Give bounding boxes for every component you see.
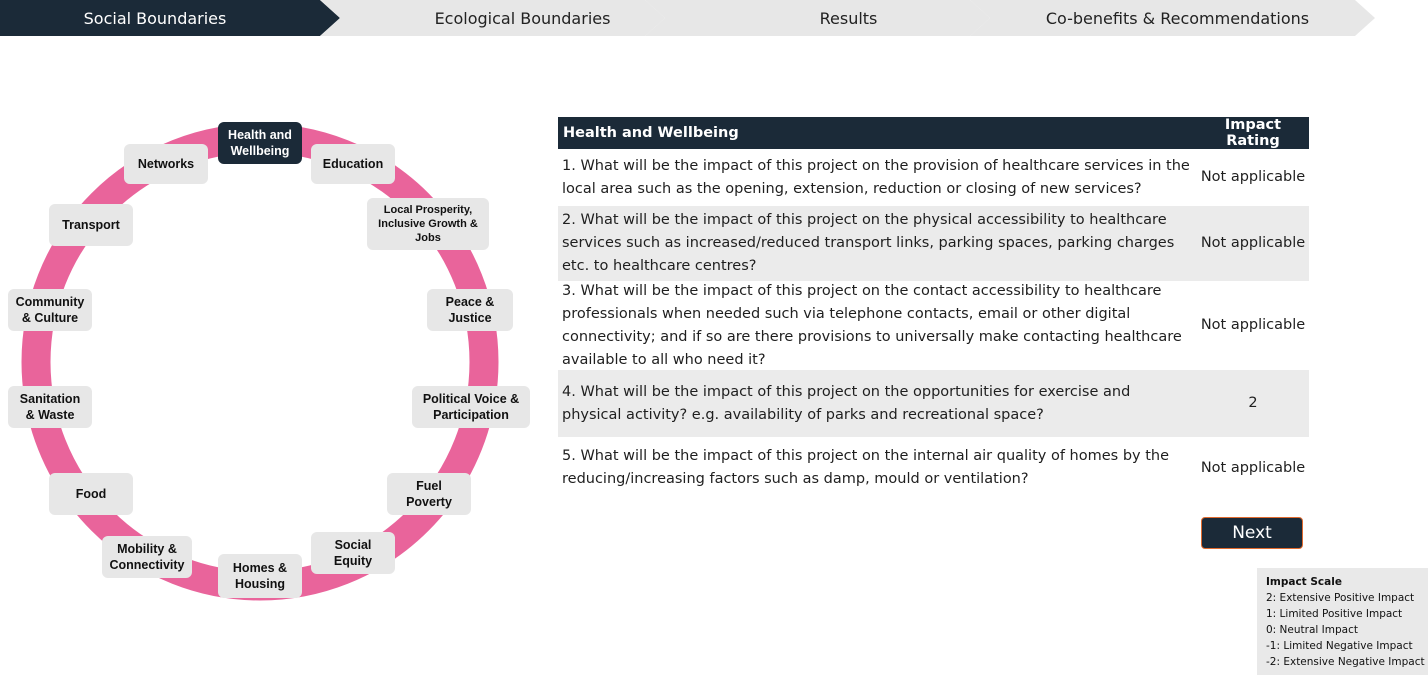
impact-rating-cell[interactable]: Not applicable [1200,235,1306,251]
node-food[interactable]: Food [49,473,133,515]
table-row: 1. What will be the impact of this proje… [558,149,1309,206]
impact-rating-cell[interactable]: Not applicable [1200,169,1306,185]
question-text: 3. What will be the impact of this proje… [562,282,1182,368]
next-button[interactable]: Next [1201,517,1303,549]
cycle-ring [21,123,499,601]
impact-scale-item: -1: Limited Negative Impact [1266,640,1413,652]
breadcrumb-label: Ecological Boundaries [434,8,611,28]
impact-rating-heading: Impact Rating [1224,117,1282,149]
impact-scale-item: -2: Extensive Negative Impact [1266,656,1425,668]
impact-rating-cell[interactable]: 2 [1248,395,1258,411]
question-text: 5. What will be the impact of this proje… [562,448,1170,487]
breadcrumb: Social Boundaries Ecological Boundaries … [0,0,1428,36]
questions-table: Health and Wellbeing Impact Rating 1. Wh… [558,117,1309,499]
breadcrumb-ecological-boundaries[interactable]: Ecological Boundaries [320,0,665,36]
node-networks[interactable]: Networks [124,144,208,184]
node-peace-justice[interactable]: Peace & Justice [427,289,513,331]
node-health-and-wellbeing[interactable]: Health and Wellbeing [218,122,302,164]
table-header: Health and Wellbeing Impact Rating [558,117,1309,149]
social-boundaries-wheel: Health and Wellbeing Education Local Pro… [0,100,540,620]
question-text: 4. What will be the impact of this proje… [562,383,1131,423]
node-transport[interactable]: Transport [49,204,133,246]
breadcrumb-cobenefits[interactable]: Co-benefits & Recommendations [970,0,1375,36]
question-text: 2. What will be the impact of this proje… [562,212,1175,274]
table-row: 3. What will be the impact of this proje… [558,281,1309,370]
breadcrumb-label: Results [819,8,878,28]
node-homes-housing[interactable]: Homes & Housing [218,554,302,598]
table-row: 2. What will be the impact of this proje… [558,206,1309,281]
node-political-voice[interactable]: Political Voice & Participation [412,386,530,428]
node-local-prosperity[interactable]: Local Prosperity, Inclusive Growth & Job… [367,198,489,250]
question-text: 1. What will be the impact of this proje… [562,157,1190,197]
impact-scale-item: 0: Neutral Impact [1266,624,1358,636]
impact-scale-item: 2: Extensive Positive Impact [1266,592,1415,604]
impact-scale-item: 1: Limited Positive Impact [1266,608,1403,620]
impact-rating-cell[interactable]: Not applicable [1200,459,1306,476]
table-row: 4. What will be the impact of this proje… [558,370,1309,437]
node-social-equity[interactable]: Social Equity [311,532,395,574]
node-fuel-poverty[interactable]: Fuel Poverty [387,473,471,515]
impact-scale-legend: Impact Scale 2: Extensive Positive Impac… [1257,568,1428,675]
breadcrumb-social-boundaries[interactable]: Social Boundaries [0,0,340,36]
impact-scale-title: Impact Scale [1266,576,1342,588]
impact-rating-cell[interactable]: Not applicable [1200,317,1306,333]
node-community-culture[interactable]: Community & Culture [8,289,92,331]
node-sanitation-waste[interactable]: Sanitation & Waste [8,386,92,428]
breadcrumb-label: Co-benefits & Recommendations [1045,8,1310,28]
breadcrumb-label: Social Boundaries [83,8,227,28]
table-row: 5. What will be the impact of this proje… [558,437,1309,499]
node-education[interactable]: Education [311,144,395,184]
node-mobility-connectivity[interactable]: Mobility & Connectivity [102,536,192,578]
breadcrumb-results[interactable]: Results [645,0,990,36]
topic-heading: Health and Wellbeing [563,125,739,141]
